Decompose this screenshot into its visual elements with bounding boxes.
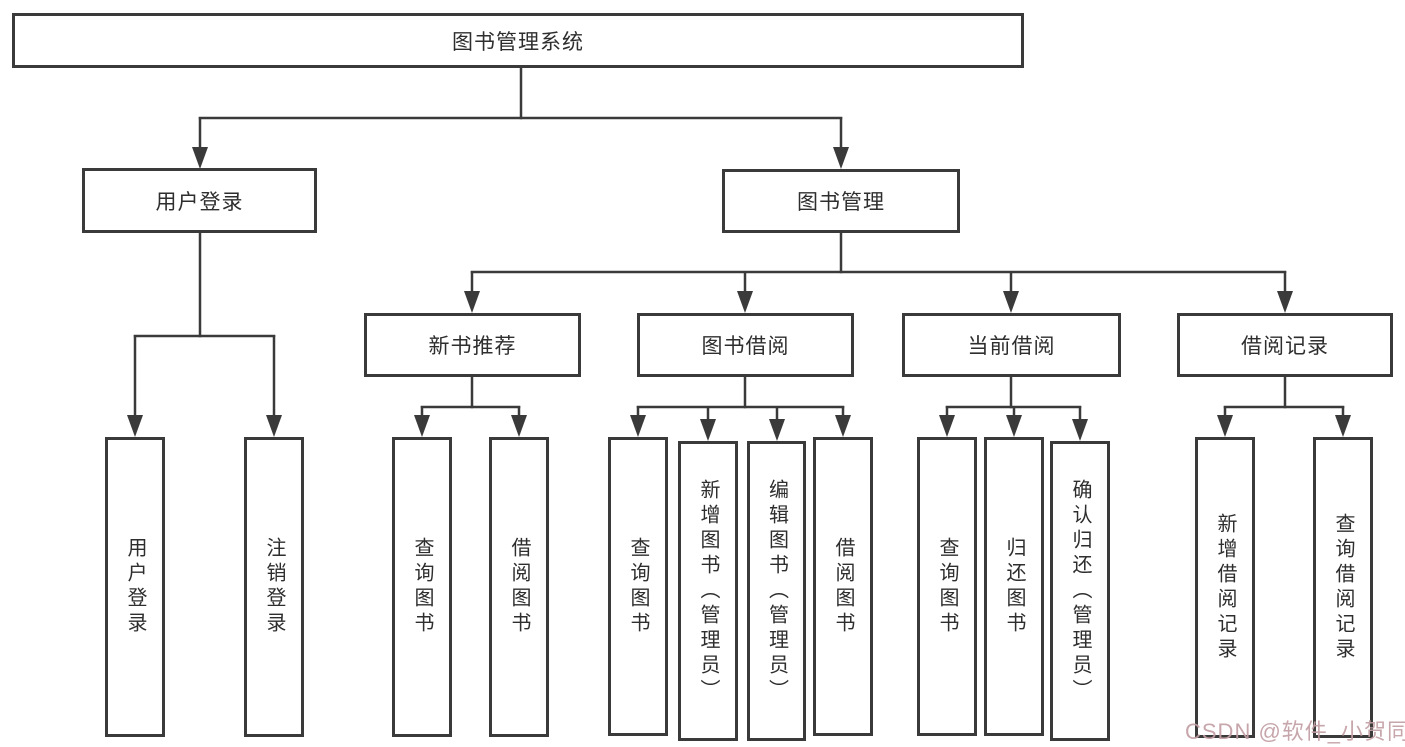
node-label: 确认归还（管理员） (1069, 478, 1091, 704)
node-label: 借阅图书 (832, 536, 854, 637)
node-new-book-recommend: 新书推荐 (364, 313, 581, 377)
node-label: 用户登录 (155, 190, 244, 214)
leaf-borrow-book-recommend: 借阅图书 (489, 437, 549, 737)
node-label: 用户登录 (124, 537, 146, 637)
leaf-query-borrow-record: 查询借阅记录 (1313, 437, 1373, 738)
node-label: 新增借阅记录 (1214, 512, 1236, 663)
node-label: 查询图书 (936, 536, 958, 637)
node-label: 当前借阅 (967, 335, 1056, 358)
leaf-query-book-borrow: 查询图书 (608, 437, 668, 736)
leaf-logout: 注销登录 (244, 437, 304, 737)
leaf-query-book-recommend: 查询图书 (392, 437, 452, 737)
arrowheads (127, 147, 1351, 441)
node-root-system: 图书管理系统 (12, 13, 1024, 68)
node-borrowing-records: 借阅记录 (1177, 313, 1393, 377)
node-label: 新增图书（管理员） (697, 478, 719, 704)
node-user-login: 用户登录 (82, 168, 317, 233)
leaf-add-book-admin: 新增图书（管理员） (678, 441, 738, 741)
node-label: 编辑图书（管理员） (765, 478, 788, 704)
leaf-edit-book-admin: 编辑图书（管理员） (747, 441, 806, 741)
leaf-return-book: 归还图书 (984, 437, 1044, 736)
node-label: 查询图书 (627, 536, 649, 637)
node-current-borrowing: 当前借阅 (902, 313, 1121, 377)
node-label: 借阅图书 (508, 537, 530, 637)
leaf-add-borrow-record: 新增借阅记录 (1195, 437, 1255, 738)
node-book-borrowing: 图书借阅 (637, 313, 854, 377)
node-book-management: 图书管理 (722, 169, 960, 233)
node-label: 图书管理 (797, 191, 885, 214)
csdn-watermark: CSDN @软件_小贺同学 (1185, 719, 1405, 744)
node-label: 借阅记录 (1241, 335, 1329, 358)
node-label: 注销登录 (263, 537, 285, 637)
node-label: 图书借阅 (701, 335, 790, 358)
leaf-user-login: 用户登录 (105, 437, 165, 737)
leaf-borrow-book: 借阅图书 (813, 437, 873, 736)
leaf-query-book-current: 查询图书 (917, 437, 977, 736)
leaf-confirm-return-admin: 确认归还（管理员） (1050, 441, 1110, 741)
node-label: 新书推荐 (428, 335, 517, 358)
node-label: 查询图书 (411, 537, 433, 637)
node-label: 图书管理系统 (452, 30, 584, 54)
node-label: 查询借阅记录 (1332, 512, 1354, 663)
node-label: 归还图书 (1003, 536, 1025, 637)
